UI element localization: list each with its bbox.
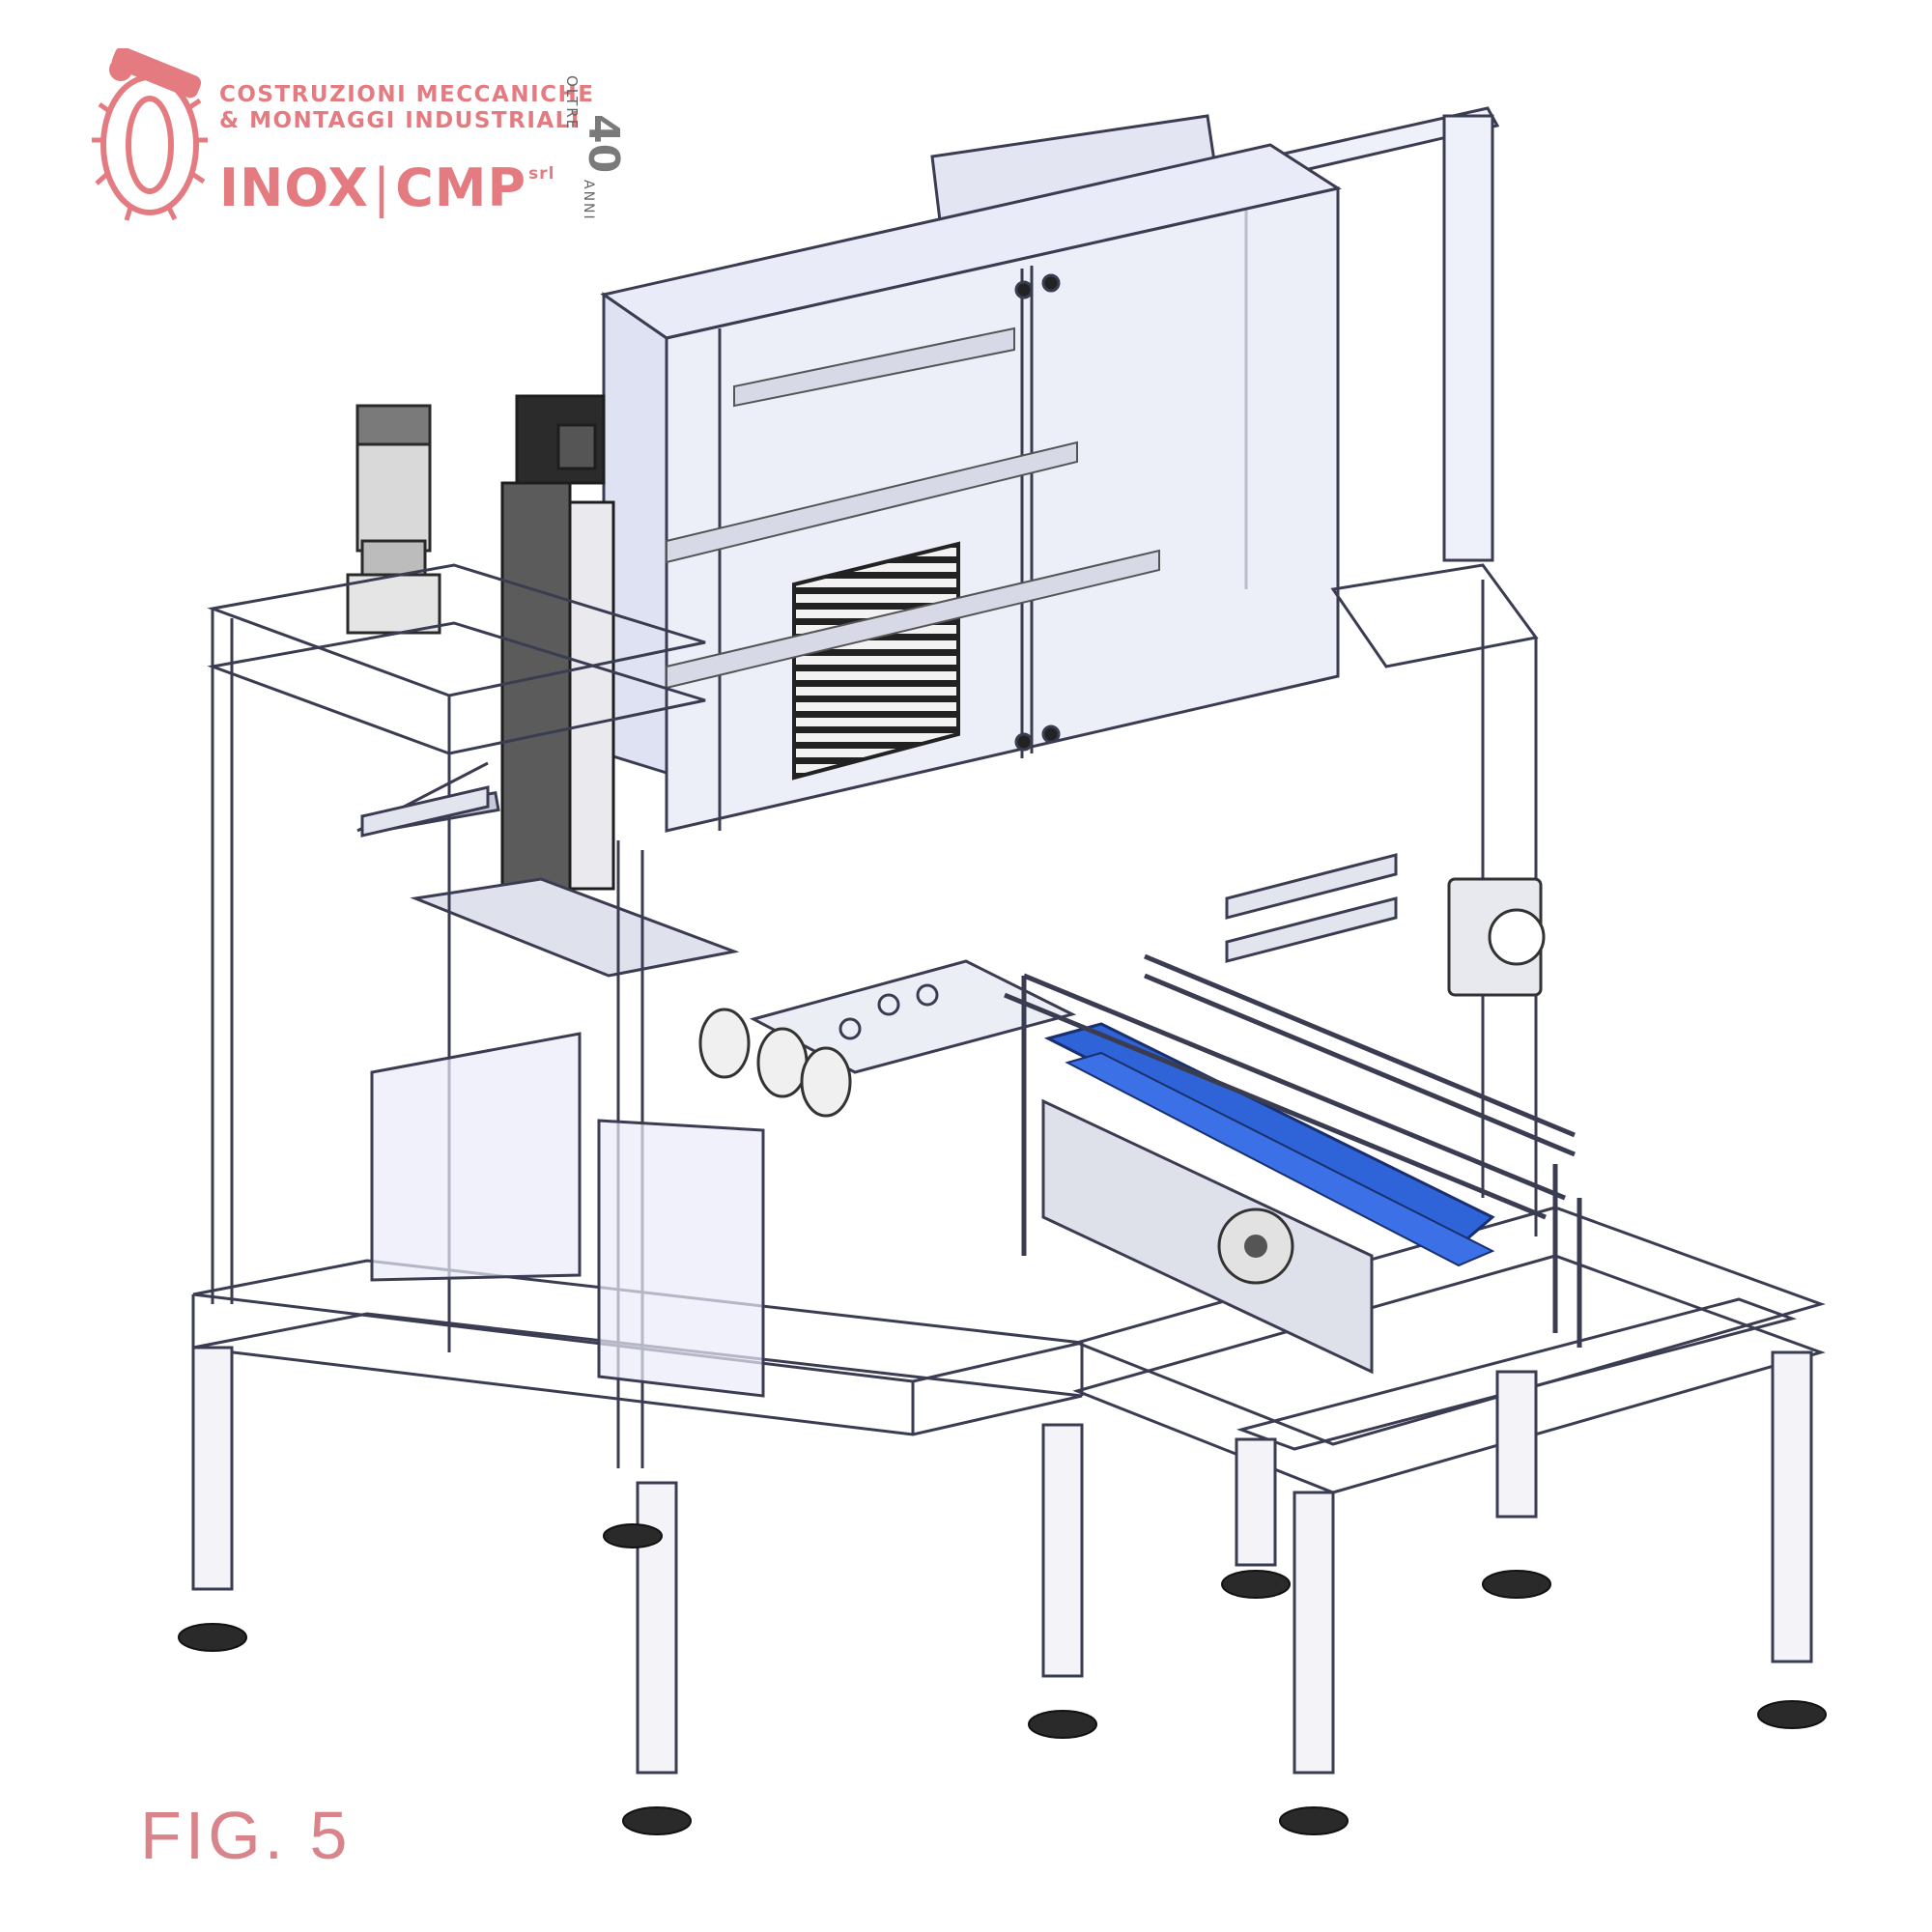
badge-bottom-text: ANNI	[581, 180, 596, 221]
leveling-feet	[178, 1523, 1827, 1835]
anniversary-badge: OLTRE 40 ANNI	[563, 75, 628, 221]
vertical-axis	[500, 394, 615, 910]
roller-assembly	[698, 1008, 852, 1118]
logo-tagline-1: COSTRUZIONI MECCANICHE	[219, 82, 595, 107]
figure-label: FIG. 5	[140, 1798, 352, 1873]
blue-conveyor	[1041, 1022, 1495, 1375]
lower-glass-guard	[370, 1032, 765, 1398]
badge-top-text: OLTRE	[563, 75, 581, 131]
overhead-rack	[360, 785, 1398, 963]
badge-number: 40	[579, 114, 628, 174]
gear-emblem-icon	[92, 48, 208, 221]
logo-brand-suffix: srl	[528, 164, 555, 184]
company-logo: COSTRUZIONI MECCANICHE & MONTAGGI INDUST…	[92, 48, 633, 232]
logo-brand-left: INOX	[219, 157, 369, 218]
logo-tagline-2: & MONTAGGI INDUSTRIALI	[219, 108, 581, 133]
logo-brand-right: CMP	[395, 157, 527, 218]
ventilation-grille	[792, 541, 960, 781]
logo-brand-separator: |	[372, 157, 392, 218]
frame-legs	[191, 1346, 1813, 1775]
side-motor	[1447, 877, 1546, 997]
upper-portal-frame	[1234, 106, 1500, 589]
guide-rails	[1004, 953, 1582, 1348]
internal-guides	[666, 327, 1160, 690]
servo-motor	[346, 404, 441, 635]
